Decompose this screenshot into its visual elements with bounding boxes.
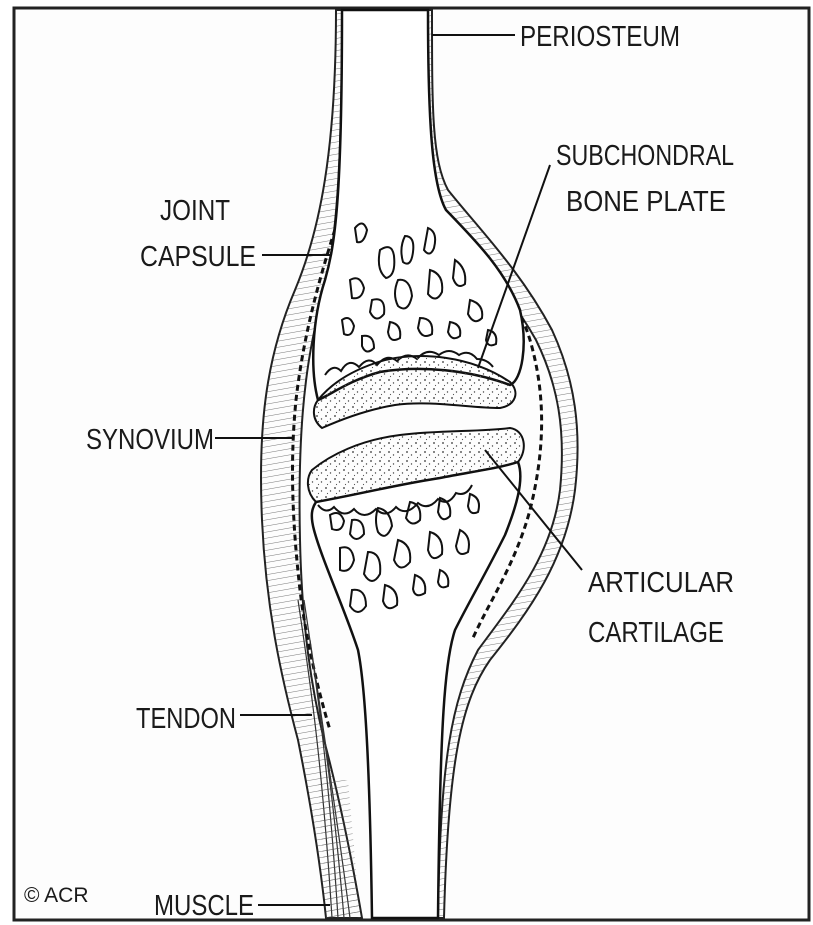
label-articular-line2: CARTILAGE [588,617,724,649]
copyright-text: © ACR [24,884,89,907]
label-subchondral-line1: SUBCHONDRAL [556,140,734,172]
label-joint-capsule-line1: JOINT [160,195,230,227]
label-periosteum: PERIOSTEUM [520,21,680,53]
label-muscle: MUSCLE [154,890,254,922]
label-subchondral-line2: BONE PLATE [566,186,726,218]
label-joint-capsule-line2: CAPSULE [140,241,256,273]
label-synovium: SYNOVIUM [86,424,214,456]
label-tendon: TENDON [136,703,236,735]
label-articular-line1: ARTICULAR [588,567,734,599]
